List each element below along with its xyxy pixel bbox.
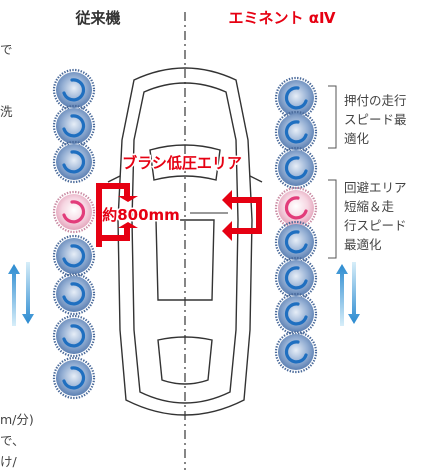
rotation-arrow-icon: [284, 230, 308, 254]
brush-icon: [274, 76, 318, 120]
cropped-edge-text-top: で 洗: [0, 42, 17, 119]
up-down-arrow-icon: [8, 262, 34, 326]
cropped-edge-text-bottom: m/分) で、 け/: [0, 412, 38, 469]
brush-icon: [274, 220, 318, 264]
brush-icon: [52, 104, 96, 148]
brush-icon: [52, 356, 96, 400]
brush-icon: [274, 256, 318, 300]
brush-icon: [274, 292, 318, 336]
annotation-top: 押付の走行 スピード最 適化: [344, 93, 411, 146]
rotation-arrow-icon: [62, 200, 86, 224]
brush-icon: [52, 140, 96, 184]
inward-arrow-icon: [222, 190, 262, 241]
brush-icon: [52, 68, 96, 112]
brush-zone-label: ブラシ低圧エリア: [122, 154, 242, 172]
brush-icon: [274, 146, 318, 190]
brush-icon: [52, 234, 96, 278]
brush-icon: [52, 314, 96, 358]
rotation-arrow-icon: [62, 114, 86, 138]
rotation-arrow-icon: [62, 366, 86, 390]
rotation-arrow-icon: [284, 302, 308, 326]
up-down-arrow-icon: [336, 262, 360, 326]
brush-icon: [52, 272, 96, 316]
inward-arrow-icon: [96, 183, 138, 247]
brush-icon-pink: [52, 190, 96, 234]
brush-icon: [274, 330, 318, 374]
distance-label: 約800mm: [102, 206, 180, 224]
annotation-bracket: [328, 179, 337, 259]
rotation-arrow-icon: [284, 120, 308, 144]
annotation-bracket: [328, 85, 337, 149]
rotation-arrow-icon: [62, 282, 86, 306]
rotation-arrow-icon: [62, 244, 86, 268]
right-column-title: エミネント αⅣ: [228, 9, 336, 27]
rotation-arrow-icon: [284, 340, 308, 364]
rotation-arrow-icon: [62, 324, 86, 348]
rotation-arrow-icon: [62, 150, 86, 174]
rotation-arrow-icon: [284, 86, 308, 110]
annotation-middle: 回避エリア 短縮＆走 行スピード 最適化: [344, 180, 411, 252]
rotation-arrow-icon: [62, 78, 86, 102]
rotation-arrow-icon: [284, 266, 308, 290]
rotation-arrow-icon: [284, 156, 308, 180]
brush-icon: [274, 110, 318, 154]
car-outline-icon: [107, 67, 263, 416]
rotation-arrow-icon: [284, 196, 308, 220]
left-column-title: 従来機: [74, 9, 120, 27]
